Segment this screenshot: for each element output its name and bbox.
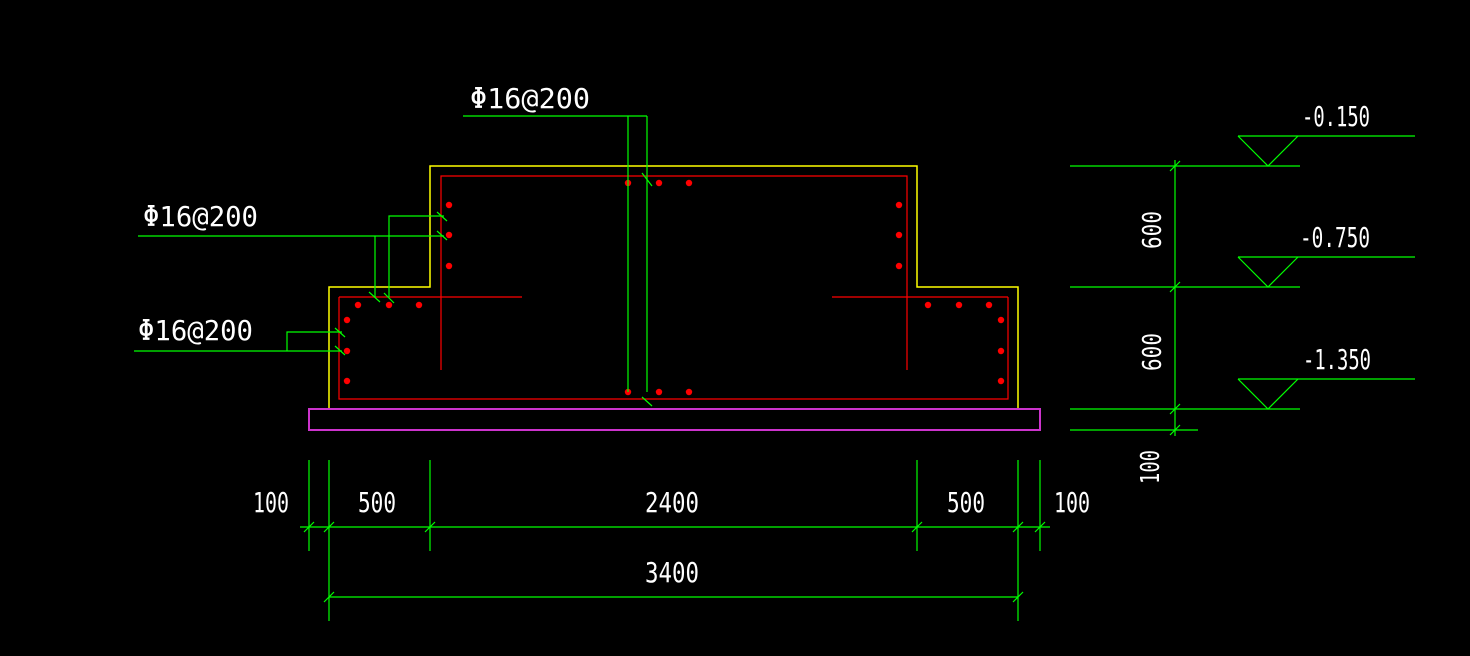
dim-right-offset: 100 — [1054, 486, 1090, 519]
dim-left-offset: 100 — [253, 486, 289, 519]
rebar-label-lower-left: Φ16@200 — [138, 314, 253, 347]
rebar-lines — [338, 175, 1009, 400]
leader-lines — [134, 115, 653, 407]
footing-outline — [328, 165, 1019, 409]
elevation-step: -0.750 — [1300, 221, 1370, 254]
rebar-dots — [343, 179, 1005, 396]
dim-lower-height: 600 — [1138, 333, 1168, 371]
rebar-label-upper-left: Φ16@200 — [143, 200, 258, 233]
blinding-layer — [308, 408, 1041, 431]
dim-right-step: 500 — [947, 486, 985, 519]
dim-blinding-height: 100 — [1136, 450, 1166, 484]
dim-middle: 2400 — [645, 486, 699, 519]
dim-upper-height: 600 — [1138, 211, 1168, 249]
horizontal-dimension-lines — [300, 460, 1050, 621]
elevation-markers — [1237, 135, 1415, 410]
elevation-top: -0.150 — [1302, 100, 1370, 133]
dim-left-step: 500 — [358, 486, 396, 519]
rebar-label-top: Φ16@200 — [470, 82, 590, 115]
elevation-bottom: -1.350 — [1303, 343, 1371, 376]
dim-total: 3400 — [645, 556, 699, 589]
vertical-dimension-lines — [1070, 160, 1300, 436]
